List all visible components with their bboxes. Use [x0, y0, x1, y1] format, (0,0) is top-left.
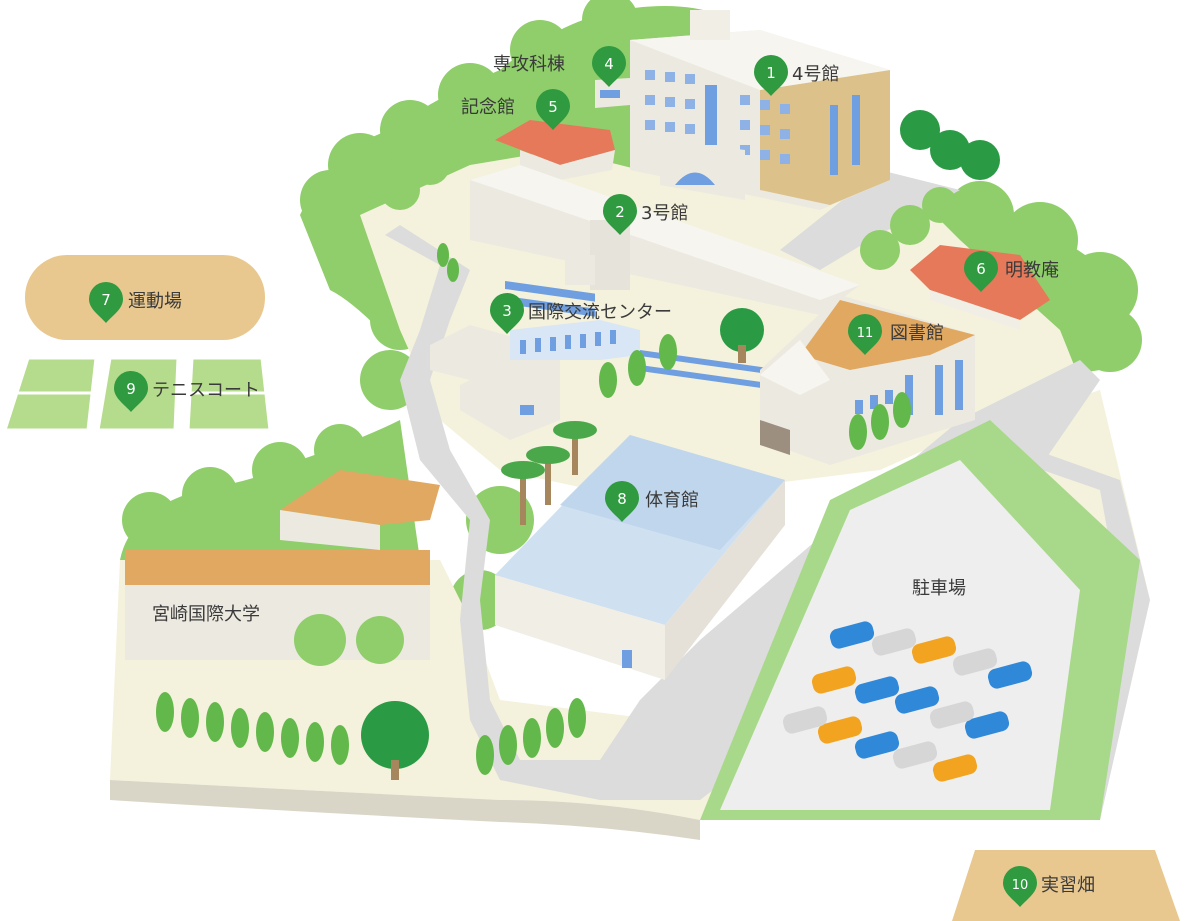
pin-number: 4	[604, 55, 614, 73]
pin-1-building-4[interactable]: 1 4号館	[754, 55, 839, 96]
map-pin-icon	[603, 194, 637, 235]
map-pin-icon	[754, 55, 788, 96]
pin-number: 9	[126, 380, 136, 398]
building-3	[470, 165, 860, 395]
map-pin-icon	[490, 293, 524, 334]
parking-label: 駐車場	[912, 578, 966, 599]
pin-number: 10	[1012, 878, 1029, 893]
pin-label: 運動場	[128, 291, 182, 312]
pin-label: 実習畑	[1041, 875, 1095, 896]
building-international-center	[430, 320, 640, 440]
farm-field	[952, 850, 1180, 921]
pin-10-farm[interactable]: 10 実習畑	[1003, 866, 1095, 907]
pin-7-sports-ground[interactable]: 7 運動場	[89, 282, 182, 323]
location-pins: 1 4号館 2 3号館 3 国際交流センター 4 専攻科棟 5 記念館	[89, 46, 1095, 907]
parked-cars	[782, 621, 1033, 782]
building-4	[630, 10, 890, 210]
pin-label: 4号館	[792, 64, 839, 85]
pin-number: 8	[617, 490, 627, 508]
university-label: 宮崎国際大学	[152, 604, 260, 625]
pin-label: 図書館	[890, 323, 944, 344]
pin-label: 明教庵	[1005, 260, 1059, 281]
pin-5-kinenkan[interactable]: 5 記念館	[461, 89, 570, 130]
pin-number: 5	[548, 98, 558, 116]
pin-number: 7	[101, 291, 111, 309]
pin-label: 専攻科棟	[493, 54, 565, 75]
tennis-courts	[2, 356, 272, 432]
building-senkoka	[595, 78, 630, 108]
pin-9-tennis-court[interactable]: 9 テニスコート	[113, 370, 260, 412]
palm-trees	[501, 421, 597, 525]
pin-number: 2	[615, 203, 625, 221]
map-pin-icon	[848, 314, 882, 355]
pin-number: 6	[976, 260, 986, 278]
map-pin-icon	[113, 370, 149, 412]
building-university	[125, 470, 440, 660]
building-kinenkan	[495, 120, 615, 180]
map-pin-icon	[605, 481, 639, 522]
map-pin-icon	[1003, 866, 1037, 907]
sports-ground	[25, 255, 265, 340]
pin-label: 体育館	[645, 490, 699, 511]
pin-11-library[interactable]: 11 図書館	[848, 314, 944, 355]
pin-6-meikyoan[interactable]: 6 明教庵	[964, 251, 1059, 292]
pin-label: 3号館	[641, 203, 688, 224]
round-trees	[294, 110, 1000, 780]
pin-2-building-3[interactable]: 2 3号館	[603, 194, 688, 235]
pin-label: 国際交流センター	[528, 302, 672, 323]
building-gym	[495, 435, 785, 680]
building-library	[760, 295, 975, 465]
map-pin-icon	[536, 89, 570, 130]
map-pin-icon	[89, 282, 123, 323]
map-pin-icon	[964, 251, 998, 292]
pin-number: 3	[502, 302, 512, 320]
pin-number: 1	[766, 64, 776, 82]
map-pin-icon	[592, 46, 626, 87]
conifer-trees	[156, 243, 911, 775]
pin-3-international-center[interactable]: 3 国際交流センター	[490, 293, 672, 334]
pin-label: 記念館	[461, 96, 515, 118]
pin-number: 11	[857, 326, 874, 341]
pin-4-senkoka[interactable]: 4 専攻科棟	[493, 46, 626, 87]
pin-label: テニスコート	[152, 380, 260, 401]
pin-8-gym[interactable]: 8 体育館	[605, 481, 699, 522]
